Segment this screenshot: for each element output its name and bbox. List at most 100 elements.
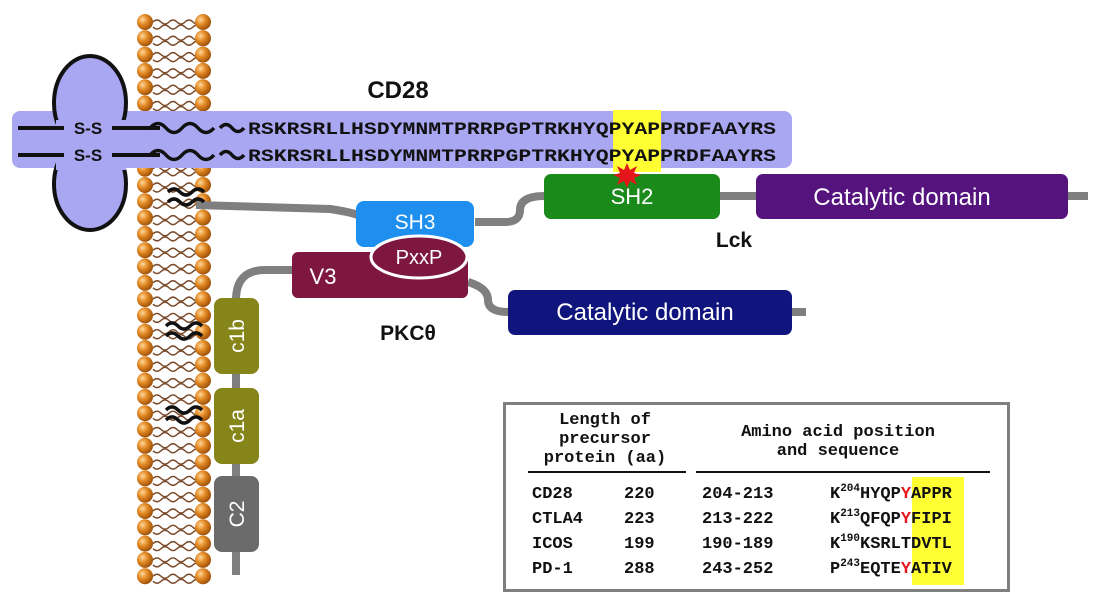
- lipid-head-bead: [195, 14, 211, 30]
- position-range: 243-252: [702, 560, 774, 579]
- motif-part: AT: [911, 560, 932, 579]
- lipid-head-bead: [137, 535, 153, 552]
- lipid-head-bead: [195, 95, 211, 112]
- lipid-head-bead: [137, 454, 153, 471]
- c1b-label: c1b: [226, 319, 249, 353]
- lck-title: Lck: [716, 229, 753, 252]
- seq-first: P: [830, 560, 841, 579]
- lipid-head-bead: [195, 388, 211, 405]
- lipid-head-bead: [195, 356, 211, 373]
- lipid-head-bead: [137, 95, 153, 112]
- seq-first: K: [830, 485, 841, 504]
- lipid-head-bead: [195, 454, 211, 471]
- lipid-head-bead: [195, 340, 211, 356]
- protein-length: 223: [624, 510, 655, 529]
- seq-pre: QFQ: [860, 510, 891, 529]
- lck-linker: [195, 192, 1088, 226]
- table-header-length: Length of precursor protein (aa): [520, 411, 690, 468]
- lipid-head-bead: [137, 193, 153, 210]
- seq-post: IV: [931, 560, 952, 579]
- motif-part: L: [890, 535, 901, 554]
- protein-length: 220: [624, 485, 655, 504]
- motif-part: FI: [911, 510, 932, 529]
- header-line: Amino acid position: [741, 423, 935, 442]
- lipid-head-bead: [137, 62, 153, 79]
- motif-tyrosine: Y: [900, 560, 912, 579]
- lipid-head-bead: [137, 372, 153, 389]
- lipid-head-bead: [137, 470, 153, 487]
- protein-length: 288: [624, 560, 655, 579]
- c2-domain: [214, 476, 259, 552]
- lipid-head-bead: [195, 79, 211, 96]
- lipid-head-bead: [137, 405, 153, 422]
- lipid-tails: [152, 19, 202, 584]
- lipid-head-bead: [195, 242, 211, 259]
- lipid-head-bead: [195, 46, 211, 63]
- lipid-head-bead: [195, 274, 211, 291]
- lipid-head-bead: [137, 486, 153, 503]
- lipid-head-bead: [195, 225, 211, 242]
- lipid-head-bead: [137, 209, 153, 226]
- lipid-head-bead: [195, 470, 211, 487]
- lipid-head-bead: [137, 30, 153, 47]
- lipid-head-bead: [195, 421, 211, 438]
- seq-first: K: [830, 535, 841, 554]
- seq-position: 213: [840, 508, 861, 520]
- motif-part: AP: [911, 485, 932, 504]
- motif-tyrosine: Y: [900, 510, 912, 529]
- pxxp-motif: [369, 234, 469, 280]
- lipid-head-bead: [195, 258, 211, 275]
- motif-part: P: [890, 485, 901, 504]
- motif-tyrosine: Y: [900, 485, 912, 504]
- c1a-label: c1a: [226, 409, 249, 443]
- lipid-head-bead: [137, 291, 153, 308]
- lipid-head-bead: [195, 568, 211, 585]
- sh2-domain: [544, 174, 720, 219]
- phosphorylation-star-icon: [613, 163, 641, 188]
- lipid-head-bead: [137, 503, 153, 519]
- lipid-head-bead: [137, 225, 153, 242]
- lipid-head-bead: [137, 307, 153, 324]
- cell-membrane: [137, 14, 211, 585]
- protein-length: 199: [624, 535, 655, 554]
- protein-name: CTLA4: [532, 510, 584, 529]
- lipid-head-bead: [195, 486, 211, 503]
- lipid-head-bead: [195, 437, 211, 454]
- lipid-head-bead: [137, 46, 153, 63]
- lipid-head-bead: [195, 209, 211, 226]
- c1a-domain: [214, 388, 259, 464]
- pyap-motif-highlight: [613, 110, 661, 172]
- lipid-head-bead: [137, 14, 153, 30]
- seq-position: 243: [840, 558, 861, 570]
- lipid-head-bead: [137, 519, 153, 536]
- table-header-sequence: Amino acid position and sequence: [702, 423, 974, 461]
- sh3-domain: [356, 201, 474, 247]
- lipid-head-bead: [137, 568, 153, 585]
- position-range: 213-222: [702, 510, 774, 529]
- motif-part: E: [890, 560, 901, 579]
- seq-pre: HYQ: [860, 485, 891, 504]
- pkc-title: PKCθ: [380, 322, 436, 345]
- lipid-head-bead: [195, 519, 211, 536]
- header-line: protein (aa): [543, 449, 667, 468]
- cd28-cytoplasmic-band: [12, 111, 792, 168]
- sequence: K213QFQPYFIPI: [830, 508, 952, 529]
- lck-catalytic-domain: [756, 174, 1068, 219]
- header-rule-right: [696, 471, 990, 473]
- dag-binding-squiggles: [164, 321, 204, 425]
- lipid-head-bead: [195, 372, 211, 389]
- lipid-head-bead: [137, 274, 153, 291]
- pxxp-label: PxxP: [396, 247, 443, 269]
- sh2-label: SH2: [611, 184, 654, 209]
- seq-position: 204: [840, 483, 861, 495]
- motif-part: P: [890, 510, 901, 529]
- lipid-head-bead: [195, 30, 211, 47]
- disulfide-bond-label: S-S: [74, 119, 102, 138]
- pkc-catalytic-domain: [508, 290, 792, 335]
- header-line: precursor: [559, 430, 651, 449]
- motif-highlight-column: [912, 477, 964, 585]
